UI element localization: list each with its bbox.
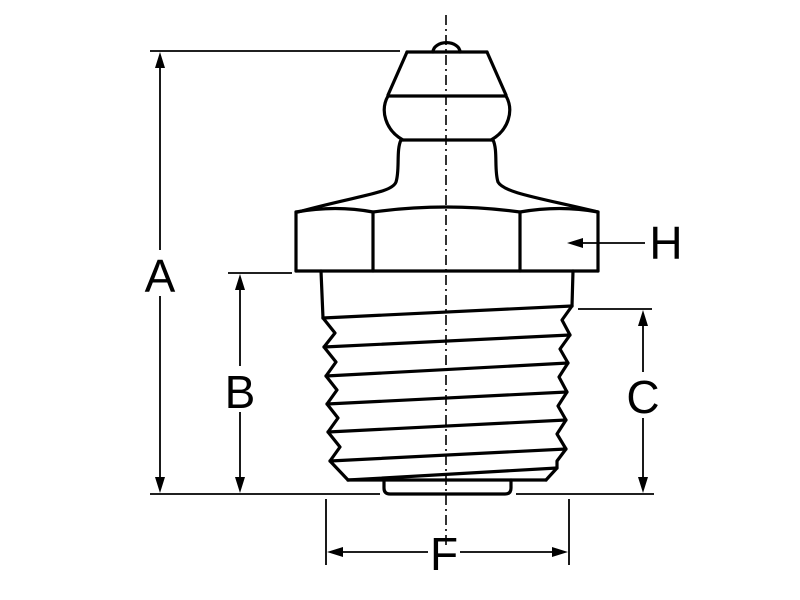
dimension-label-f: F [430,528,458,580]
fitting-head [296,41,600,214]
dimension-label-h: H [649,217,682,269]
dimension-f: F [325,499,570,580]
dimension-a: A [145,50,400,495]
dimension-label-a: A [145,250,176,302]
dimension-label-b: B [225,366,256,418]
threaded-shank [319,269,575,496]
dimension-h: H [567,217,683,269]
dimension-b: B [225,272,292,493]
dimension-c: C [516,308,660,495]
hex-body [294,205,600,273]
dimension-label-c: C [626,371,659,423]
